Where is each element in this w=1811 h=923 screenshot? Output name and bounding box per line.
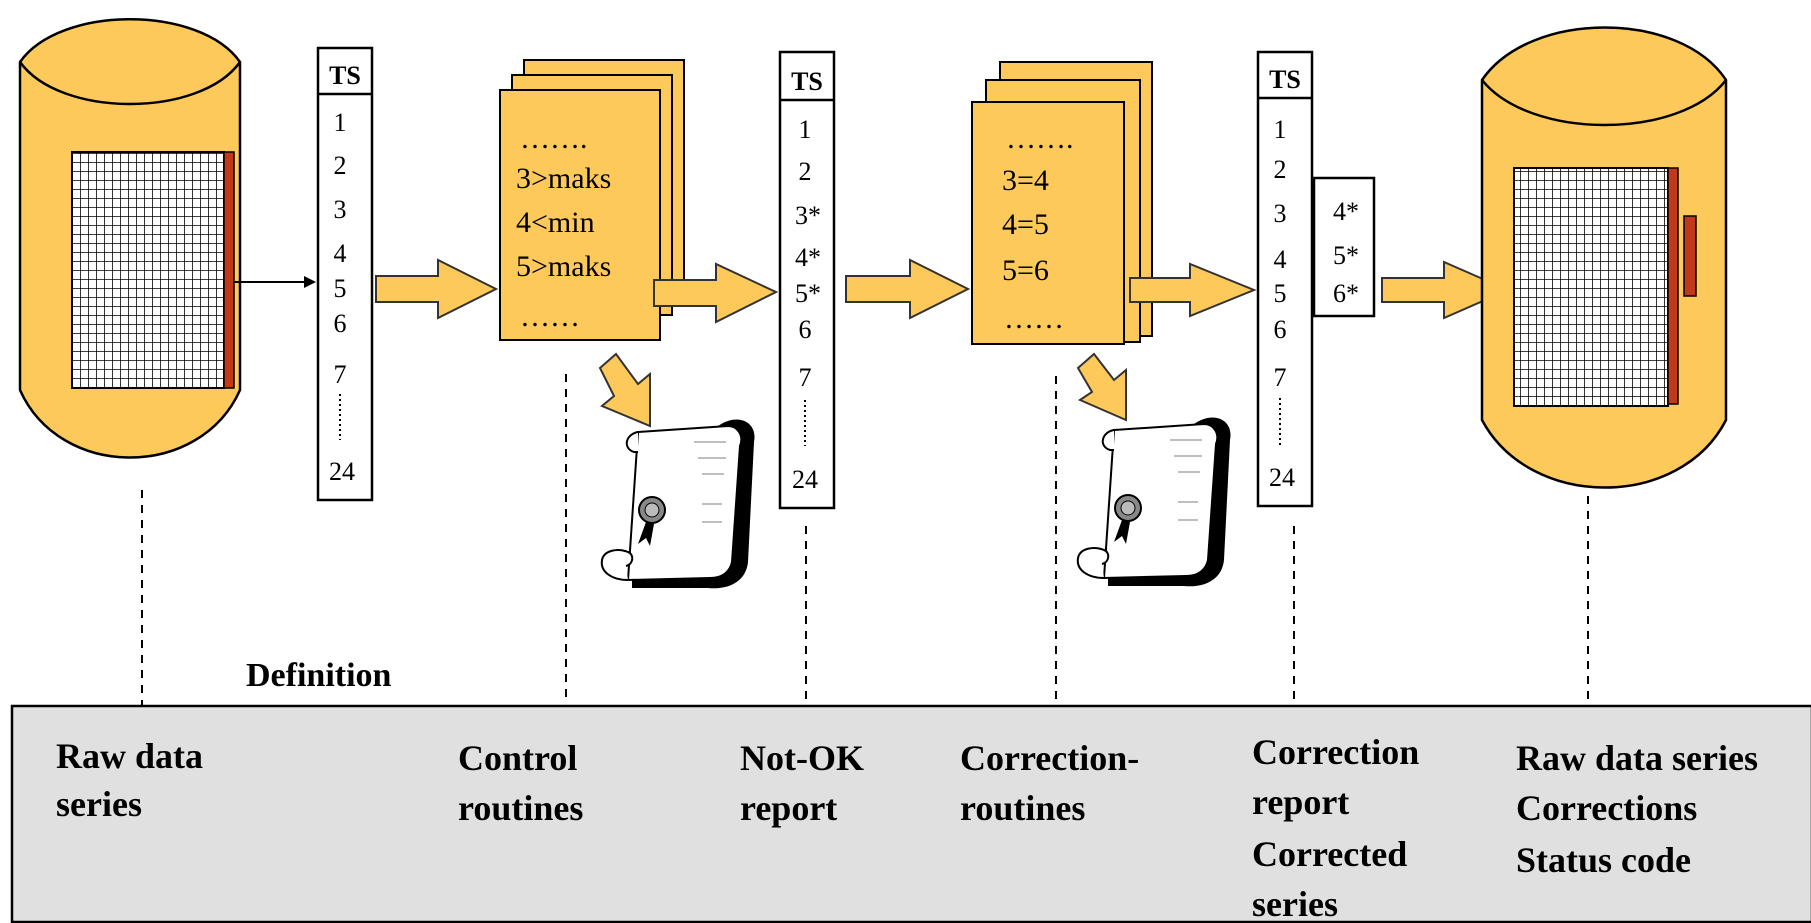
control-routines-doc-stack: ……. 3>maks 4<min 5>maks …… [499,59,685,341]
ts-value: 24 [329,457,355,486]
flagged-values-box: 4* 5* 6* [1312,176,1376,318]
doc-line: …… [1004,302,1064,335]
certificate-scroll-icon [1076,417,1231,587]
doc-line: ……. [1006,122,1074,155]
output-data-marker [1667,167,1679,405]
flow-arrow-icon [653,262,779,324]
timeseries-column-corrected: TS 1 2 3 4 5 6 7 24 [1256,50,1314,508]
definition-label: Status code [1516,840,1691,880]
ts-value: 24 [792,465,818,494]
raw-data-marker [223,151,235,389]
ts-value: 1 [1274,115,1287,144]
ts-value: 5 [334,274,347,303]
ts-value: 2 [1274,155,1287,184]
ts-value: 5* [795,279,821,308]
ts-value: 7 [799,363,812,392]
raw-data-cylinder-icon [18,18,242,459]
flow-arrow-icon [1381,260,1511,320]
definition-title: Definition [246,657,392,694]
flow-arrow-icon [1129,262,1257,318]
definition-label: Raw data [56,736,203,776]
output-data-grid [1513,167,1669,407]
doc-line: ……. [520,122,588,155]
definition-label: series [56,784,142,824]
doc-line: …… [520,300,580,333]
correction-routines-doc-stack: ……. 3=4 4=5 5=6 …… [971,61,1153,345]
definition-panel [10,704,1811,923]
ts-value: 1 [334,108,347,137]
flow-arrow-icon [375,258,499,320]
ts-value: 3 [334,195,347,224]
correction-marker [1683,215,1697,297]
ts-header: TS [791,67,823,96]
definition-correction-report: Correction report Corrected series [1252,732,1419,923]
doc-line: 4=5 [1002,208,1049,241]
ts-value: 4* [795,243,821,272]
definition-label: routines [960,788,1085,828]
certificate-scroll-icon [600,419,755,589]
flagged-value: 4* [1333,197,1359,226]
definition-label: Corrections [1516,788,1697,828]
flagged-value: 6* [1333,279,1359,308]
definition-label: series [1252,884,1338,923]
ts-value: 1 [799,115,812,144]
definition-output: Raw data series Corrections Status code [1516,738,1758,880]
ts-value: 2 [799,157,812,186]
ts-value: 4 [334,239,347,268]
ts-header: TS [1269,65,1301,94]
definition-label: Control [458,738,577,778]
doc-line: 5>maks [516,250,611,283]
ts-value: 7 [1274,363,1287,392]
definition-label: Corrected [1252,834,1407,874]
ts-value: 4 [1274,245,1287,274]
timeseries-column-1: TS 1 2 3 4 5 6 7 24 [316,46,374,502]
ts-value: 6 [799,315,812,344]
ts-value: 5 [1274,279,1287,308]
output-database-cylinder-icon [1480,26,1728,489]
definition-raw-data: Raw data series [56,736,203,824]
ts-value: 6 [1274,315,1287,344]
doc-line: 3=4 [1002,164,1049,197]
doc-line: 4<min [516,206,595,239]
ts-header: TS [329,61,361,90]
ts-value: 3* [795,201,821,230]
definition-label: Correction- [960,738,1139,778]
flow-arrow-icon [845,258,971,320]
dashed-connectors [141,374,1589,705]
doc-line: 5=6 [1002,254,1049,287]
flow-arrow-icon [598,352,651,428]
definition-label: Not-OK [740,738,864,778]
definition-label: Raw data series [1516,738,1758,778]
ts-value: 24 [1269,463,1295,492]
ts-value: 2 [334,151,347,180]
definition-label: report [740,788,837,828]
definition-label: routines [458,788,583,828]
ts-value: 3 [1274,199,1287,228]
raw-data-grid [71,151,225,389]
definition-notok-report: Not-OK report [740,738,864,828]
definition-correction-routines: Correction- routines [960,738,1139,828]
definition-control-routines: Control routines [458,738,583,828]
flow-arrow-icon [1076,352,1127,422]
ts-value: 7 [334,360,347,389]
flagged-value: 5* [1333,241,1359,270]
definition-label: Correction [1252,732,1419,772]
definition-label: report [1252,782,1349,822]
ts-value: 6 [334,309,347,338]
timeseries-column-notok: TS 1 2 3* 4* 5* 6 7 24 [778,50,836,510]
doc-line: 3>maks [516,162,611,195]
